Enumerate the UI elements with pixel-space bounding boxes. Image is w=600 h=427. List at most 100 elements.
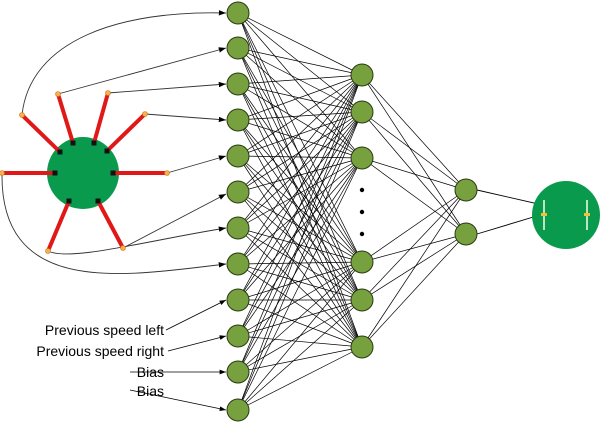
edge-input-hidden1 (237, 47, 363, 263)
sensor-mount (95, 198, 101, 204)
edge-input-hidden1 (237, 155, 363, 348)
edge-input-hidden1 (237, 299, 363, 348)
sensor-tip (120, 245, 126, 251)
output-robot-body (532, 181, 600, 249)
edge-hidden1-hidden2 (361, 157, 467, 235)
label-input-arrow (129, 389, 227, 412)
sensor-mount (104, 148, 110, 154)
edge-input-hidden1 (237, 83, 363, 348)
sensor-input-connection (166, 155, 227, 174)
edge-input-hidden1 (237, 261, 363, 337)
hidden1-node (350, 335, 374, 359)
edge-input-hidden1 (237, 47, 363, 348)
sensor-tip (142, 111, 148, 117)
edge-input-hidden1 (237, 191, 363, 301)
edge-input-hidden1 (237, 74, 363, 229)
edge-input-hidden1 (237, 261, 363, 265)
input-node (226, 288, 250, 312)
edge-input-hidden1 (237, 335, 363, 348)
edge-input-hidden1 (237, 263, 363, 301)
edge-input-hidden1 (237, 227, 363, 301)
edge-input-hidden1 (237, 111, 363, 121)
sensor-tip (55, 91, 61, 97)
edge-input-hidden1 (237, 74, 363, 157)
sensor-input-connection (1, 172, 227, 275)
input-node (226, 144, 250, 168)
output-arrow-left-wheel (476, 214, 541, 235)
edge-input-hidden1 (237, 74, 363, 337)
distance-sensor (96, 200, 125, 249)
input-node (226, 324, 250, 348)
edge-input-hidden1 (237, 47, 363, 113)
edge-input-hidden1 (237, 119, 363, 263)
edge-input-hidden1 (237, 119, 363, 159)
edge-input-hidden1 (237, 47, 363, 159)
edge-hidden1-hidden2 (361, 157, 467, 191)
sensor-tip (105, 90, 111, 96)
edge-hidden1-hidden2 (361, 111, 467, 191)
sensor-tip (45, 248, 51, 254)
edge-input-hidden1 (237, 74, 363, 121)
sensor-mount (91, 140, 97, 146)
input-node (226, 180, 250, 204)
edge-input-hidden1 (237, 119, 363, 301)
edge-input-hidden1 (237, 74, 363, 265)
sensor-input-connection (122, 193, 227, 249)
edge-hidden1-hidden2 (361, 74, 467, 191)
sensor-mount (66, 198, 72, 204)
sensor-input-connection (21, 10, 227, 116)
input-node (226, 1, 250, 25)
label-input-arrow (165, 299, 227, 331)
distance-sensor (56, 93, 75, 144)
edge-input-hidden1 (237, 83, 363, 113)
sensor-tip (19, 112, 25, 118)
edge-input-hidden1 (237, 191, 363, 263)
label-previous-speed-right: Previous speed right (36, 343, 164, 359)
edge-input-hidden1 (237, 191, 363, 348)
edge-input-hidden1 (237, 47, 363, 76)
edge-input-hidden1 (237, 157, 363, 337)
input-node (226, 36, 250, 60)
edge-input-hidden1 (237, 12, 363, 113)
edge-input-hidden1 (237, 12, 363, 301)
edge-hidden1-hidden2 (361, 189, 467, 301)
sensor-tip (164, 170, 170, 176)
edge-input-hidden1 (237, 157, 363, 229)
sensor-mount (52, 170, 58, 176)
sensor-input-connection (107, 81, 227, 94)
label-input-arrow (167, 335, 227, 352)
input-node (226, 398, 250, 422)
input-node (226, 360, 250, 384)
hidden1-node (350, 100, 374, 124)
wheel-motor (541, 213, 547, 216)
edge-input-hidden1 (237, 83, 363, 159)
input-node (226, 216, 250, 240)
hidden1-node (350, 250, 374, 274)
edge-input-hidden1 (237, 157, 363, 373)
sensor-mount (70, 140, 76, 146)
input-node (226, 252, 250, 276)
edge-input-hidden1 (237, 12, 363, 263)
edge-input-hidden1 (237, 227, 363, 348)
sensor-input-connection (57, 47, 227, 95)
hidden1-node (350, 146, 374, 170)
edge-input-hidden1 (237, 157, 363, 411)
edge-input-hidden1 (237, 12, 363, 348)
edge-input-hidden1 (237, 111, 363, 157)
sensor-input-connection (47, 226, 227, 255)
distance-sensor (20, 113, 62, 154)
input-robot-body (47, 137, 119, 209)
edge-input-hidden1 (237, 74, 363, 373)
wheel-motor (584, 213, 590, 216)
input-node (226, 72, 250, 96)
edge-hidden1-hidden2 (361, 233, 467, 348)
edge-input-hidden1 (237, 157, 363, 265)
sensor-mount (57, 149, 63, 155)
edge-input-hidden1 (237, 83, 363, 263)
hidden1-node (350, 288, 374, 312)
edge-input-hidden1 (237, 227, 363, 263)
edge-input-hidden1 (237, 261, 363, 411)
edge-input-hidden1 (237, 119, 363, 348)
ellipsis-dot (359, 187, 365, 193)
